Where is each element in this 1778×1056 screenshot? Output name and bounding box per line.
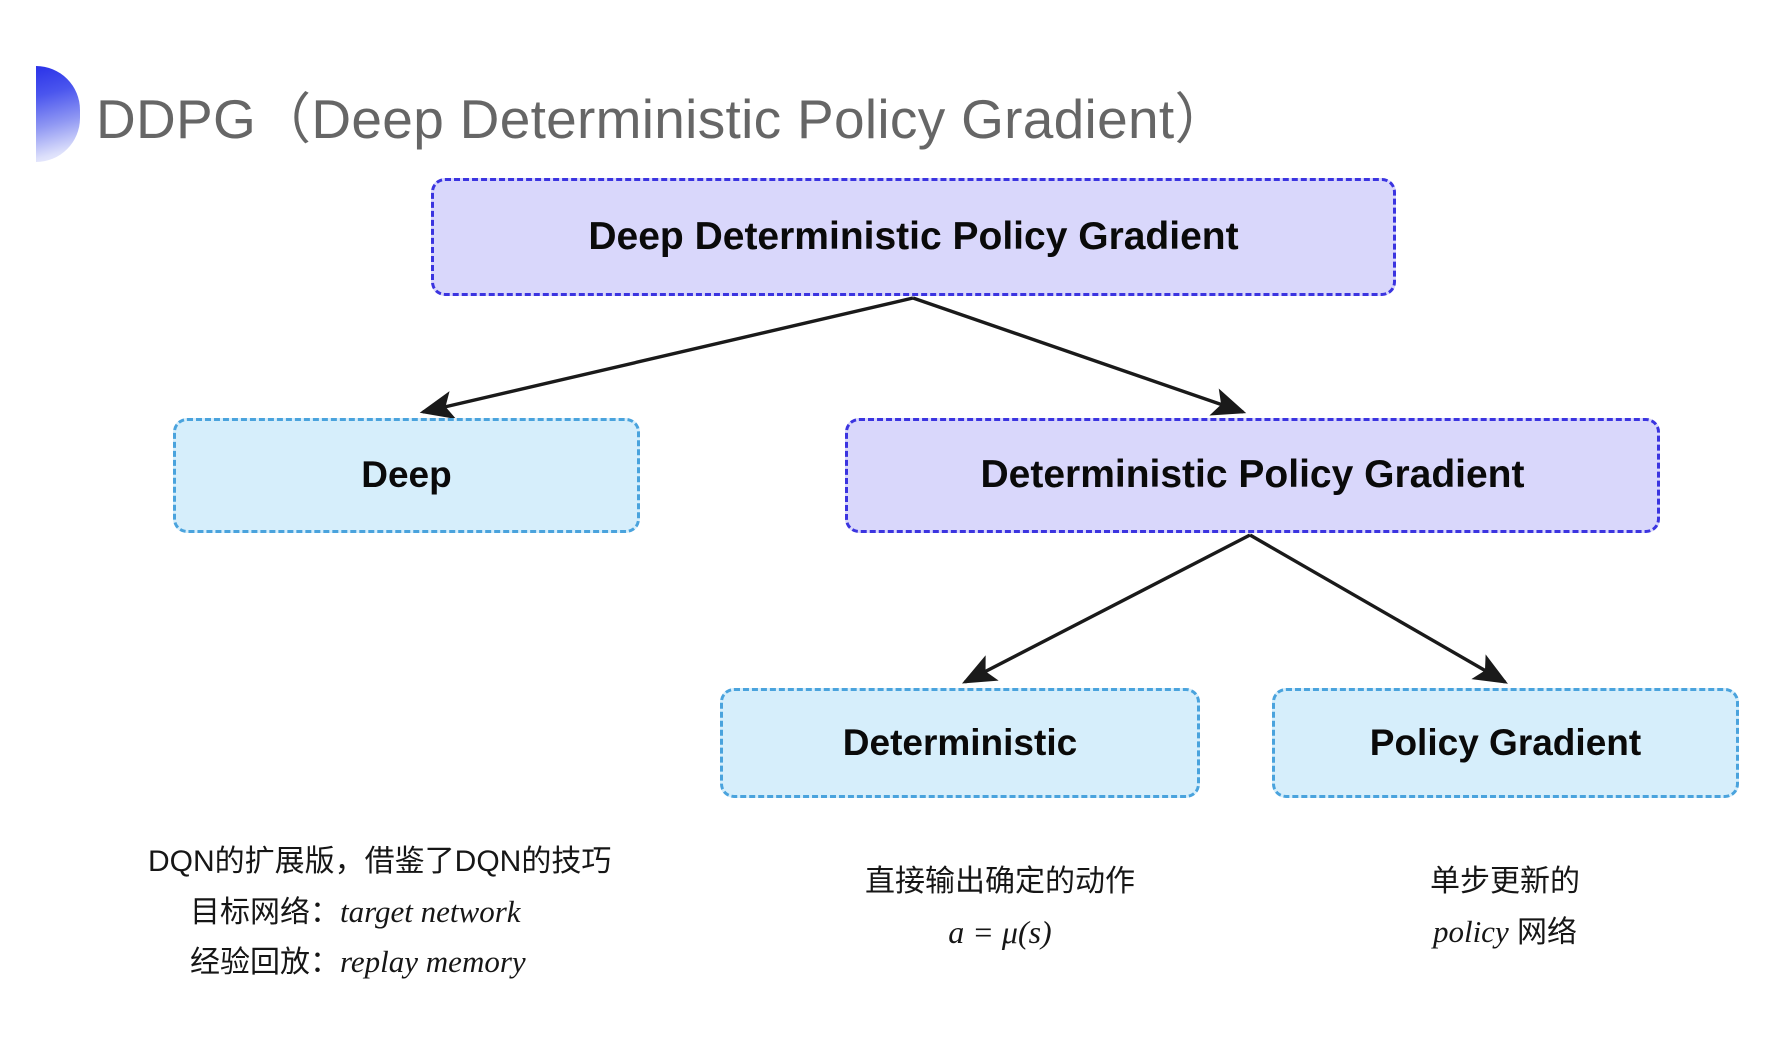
annotation-deep-line3-term: replay memory — [340, 944, 526, 980]
annotation-policy-gradient-line2: policy 网络 — [1430, 907, 1580, 958]
annotation-deep-line2: 目标网络：target network — [148, 887, 611, 938]
annotation-deterministic: 直接输出确定的动作 a = μ(s) — [865, 858, 1135, 958]
connector-dpg-to-deterministic — [961, 533, 1251, 684]
annotation-deep: DQN的扩展版，借鉴了DQN的技巧 目标网络：target network 经验… — [148, 838, 611, 988]
slide-margin-top — [0, 0, 1778, 30]
slide-margin-left — [0, 0, 32, 1056]
node-label: Deterministic — [842, 721, 1078, 763]
node-label: Deterministic Policy Gradient — [980, 453, 1525, 497]
node-deterministic-policy-gradient[interactable]: Deterministic Policy Gradient — [845, 418, 1660, 533]
node-deep-deterministic-policy-gradient[interactable]: Deep Deterministic Policy Gradient — [431, 178, 1396, 296]
annotation-policy-gradient-suffix: 网络 — [1508, 915, 1578, 949]
node-label: Deep — [361, 454, 452, 496]
annotation-deep-line2-term: target network — [340, 893, 521, 929]
annotation-deep-line1: DQN的扩展版，借鉴了DQN的技巧 — [148, 845, 612, 878]
node-deterministic[interactable]: Deterministic — [720, 688, 1200, 798]
annotation-policy-gradient-line1: 单步更新的 — [1430, 865, 1580, 898]
node-deep[interactable]: Deep — [173, 418, 640, 533]
annotation-deep-line2-label: 目标网络： — [190, 895, 340, 929]
connector-root-to-dpg — [912, 296, 1247, 416]
slide-margin-right — [1746, 0, 1778, 1056]
annotation-deterministic-formula: a = μ(s) — [948, 913, 1052, 950]
annotation-policy-gradient: 单步更新的 policy 网络 — [1430, 858, 1580, 957]
connector-root-to-deep — [419, 296, 914, 419]
slide-margin-bottom — [0, 1021, 1778, 1056]
connector-dpg-to-policy-gradient — [1249, 533, 1508, 684]
annotation-deep-line3: 经验回放：replay memory — [148, 937, 611, 988]
annotation-policy-gradient-term: policy — [1432, 913, 1509, 949]
annotation-deep-line3-label: 经验回放： — [190, 946, 340, 980]
page-title: DDPG（Deep Deterministic Policy Gradient） — [96, 88, 1230, 150]
node-label: Policy Gradient — [1369, 721, 1642, 763]
annotation-deterministic-line1: 直接输出确定的动作 — [865, 865, 1135, 898]
node-label: Deep Deterministic Policy Gradient — [588, 214, 1239, 258]
slide-title-row: DDPG（Deep Deterministic Policy Gradient） — [36, 58, 1230, 170]
node-policy-gradient[interactable]: Policy Gradient — [1272, 688, 1739, 798]
